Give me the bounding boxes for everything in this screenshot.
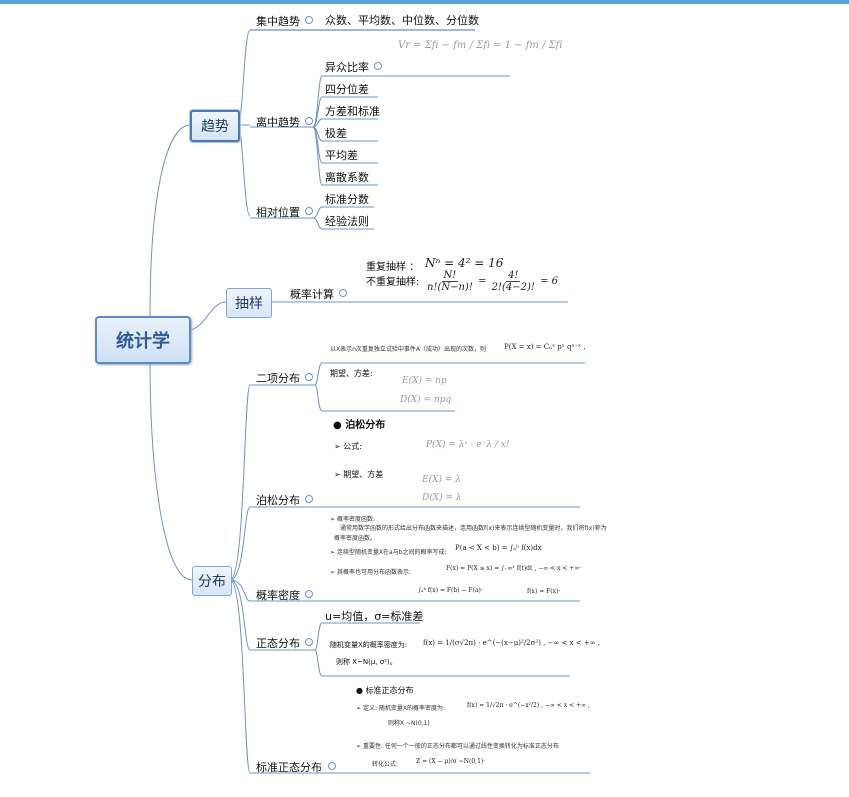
node-trend[interactable]: 趋势: [190, 110, 240, 142]
poisson-expectation: E(X) = λ: [422, 475, 461, 485]
collapse-knob[interactable]: [305, 638, 313, 646]
node-standard-normal[interactable]: 标准正态分布: [256, 761, 322, 774]
poisson-formula: P(X) = λˣ · e⁻λ / x!: [426, 440, 510, 450]
repeat-sampling-formula: Nⁿ = 4² = 16: [425, 256, 504, 270]
repeat-sampling-label: 重复抽样 ：: [366, 262, 420, 273]
collapse-knob[interactable]: [305, 16, 313, 24]
std-normal-importance: ➢ 重要性: 任何一个一般的正态分布都可以通过线性变换转化为标准正态分布: [356, 743, 559, 750]
density-bullet-2: ➢ 连续型随机变量X在a与b之间的概率写成:: [330, 549, 447, 556]
binomial-pmf: P(X = x) = Cₙˣ pˣ qⁿ⁻ˣ ,: [504, 343, 586, 351]
node-binomial[interactable]: 二项分布: [256, 372, 300, 385]
normal-denote: 则称 X~N(μ, σ²)。: [336, 658, 397, 666]
leaf-mean-deviation[interactable]: 平均差: [325, 149, 358, 162]
density-cdf-formula: F(x) = P(X ≤ x) = ∫₋∞ˣ f(t)dt , −∞ < x <…: [446, 565, 582, 572]
density-bullet-3: ➢ 其概率也可用分布函数表示:: [330, 569, 411, 576]
node-central-tendency[interactable]: 集中趋势: [256, 15, 300, 28]
collapse-knob[interactable]: [305, 373, 313, 381]
node-distribution[interactable]: 分布: [192, 566, 232, 596]
std-normal-def-label: ➢ 定义: 随机变量X的概率密度为:: [356, 705, 445, 712]
std-normal-transform-label: 转化公式:: [372, 761, 399, 768]
leaf-variance-std[interactable]: 方差和标准: [325, 105, 380, 118]
binomial-variance: D(X) = npq: [400, 395, 452, 405]
std-normal-def-formula: f(x) = 1/√2π · e^(−x²/2) , −∞ < x < +∞ ,: [467, 702, 590, 709]
leaf-cv[interactable]: 离散系数: [325, 171, 369, 184]
density-integral-formula: ∫ₐᵇ f(x) = F(b) − F(a)·: [418, 587, 483, 594]
norepeat-sampling-formula: N!n!(N−n)! = 4!2!(4−2)! = 6: [427, 270, 559, 293]
node-probability-density[interactable]: 概率密度: [256, 589, 300, 602]
collapse-knob[interactable]: [305, 495, 313, 503]
normal-pdf-label: 随机变量X的概率密度为:: [330, 641, 408, 649]
poisson-title: ● 泊松分布: [333, 420, 386, 431]
poisson-mv-label: ➢ 期望、方差: [334, 470, 384, 479]
leaf-central-items[interactable]: 众数、平均数、中位数、分位数: [325, 14, 479, 27]
root-node[interactable]: 统计学: [95, 316, 191, 364]
binomial-desc: 以X表示n次重复独立试验中事件A（成功）出现的次数，则: [330, 346, 487, 353]
leaf-z-score[interactable]: 标准分数: [325, 193, 369, 206]
density-derivative-formula: f(x) = F(x)·: [527, 588, 561, 595]
node-dispersion[interactable]: 离中趋势: [256, 116, 300, 129]
leaf-empirical-rule[interactable]: 经验法则: [325, 215, 369, 228]
normal-params[interactable]: u=均值，σ=标准差: [325, 610, 424, 623]
std-normal-title: ● 标准正态分布: [356, 686, 414, 695]
leaf-range[interactable]: 极差: [325, 127, 347, 140]
leaf-variation-ratio[interactable]: 异众比率: [325, 61, 369, 74]
leaf-quartile-deviation[interactable]: 四分位差: [325, 83, 369, 96]
poisson-variance: D(X) = λ: [422, 493, 462, 503]
density-formula-ab: P(a < X < b) = ∫ₐᵇ f(x)dx: [455, 544, 542, 552]
density-bullet-1: ➢ 概率密度函数:: [330, 516, 375, 523]
vr-formula: Vr = Σfi − fm / Σfi = 1 − fm / Σfi: [398, 40, 563, 51]
node-relative-position[interactable]: 相对位置: [256, 206, 300, 219]
density-desc-2: 概率密度函数。: [334, 535, 377, 542]
std-normal-transform: Z = (X − μ)/σ ~N(0,1)·: [416, 758, 486, 765]
poisson-formula-label: ➢ 公式:: [334, 442, 362, 451]
node-poisson[interactable]: 泊松分布: [256, 494, 300, 507]
norepeat-sampling-label: 不重复抽样:: [366, 277, 420, 288]
density-desc-1: 通常用数学函数的形式给出分布函数来描述，连用函数f(x)来表示连续型随机变量时，…: [340, 525, 607, 532]
collapse-knob[interactable]: [374, 62, 382, 70]
normal-pdf-formula: f(x) = 1/(σ√2π) · e^(−(x−μ)²/2σ²) , −∞ <…: [423, 639, 601, 647]
node-normal[interactable]: 正态分布: [256, 637, 300, 650]
collapse-knob[interactable]: [305, 117, 313, 125]
binomial-expectation: E(X) = np: [402, 376, 447, 386]
collapse-knob[interactable]: [339, 289, 347, 297]
node-probability-calc[interactable]: 概率计算: [290, 288, 334, 301]
node-sampling[interactable]: 抽样: [226, 288, 272, 318]
std-normal-denote: 则称X ~N(0,1): [388, 720, 430, 727]
collapse-knob[interactable]: [305, 207, 313, 215]
collapse-knob[interactable]: [328, 762, 336, 770]
top-accent-bar: [0, 0, 849, 4]
binomial-mv-label: 期望、方差:: [330, 369, 373, 378]
collapse-knob[interactable]: [305, 590, 313, 598]
